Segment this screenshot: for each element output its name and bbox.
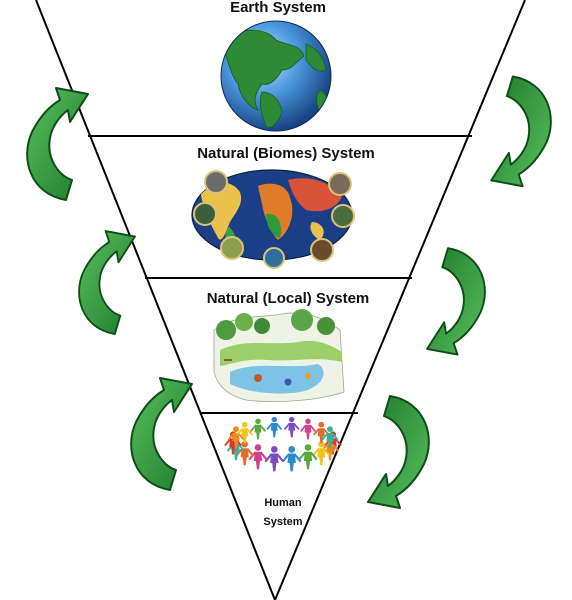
person-figure: [283, 446, 300, 471]
local-ecosystem-illustration-icon: [214, 309, 344, 402]
biome-photo-icon: [311, 239, 333, 261]
person-figure: [251, 419, 265, 440]
person-figure: [300, 444, 317, 469]
level-biomes-system: Natural (Biomes) System: [192, 145, 375, 268]
person-figure: [268, 417, 282, 438]
curved-arrow-up-icon: [27, 88, 88, 200]
biome-photo-icon: [264, 248, 284, 268]
curved-arrow-up-icon: [79, 231, 135, 334]
curved-arrow-down-icon: [368, 396, 429, 508]
biome-photo-icon: [329, 173, 351, 195]
people-holding-hands-icon: [225, 417, 340, 472]
biome-photo-icon: [221, 237, 243, 259]
biome-photo-icon: [332, 205, 354, 227]
person-figure: [314, 422, 328, 444]
level-label: Natural (Biomes) System: [197, 145, 375, 162]
globe-icon: [221, 21, 331, 131]
curved-arrow-down-icon: [491, 76, 551, 186]
person-figure: [250, 444, 267, 469]
curved-arrow-down-icon: [427, 248, 485, 354]
person-figure: [238, 422, 252, 444]
level-label-line: Human: [264, 497, 302, 509]
level-label: Natural (Local) System: [207, 290, 370, 307]
level-human-system: Human System: [225, 417, 340, 528]
biome-photo-icon: [194, 203, 216, 225]
level-local-system: Natural (Local) System: [207, 290, 370, 402]
level-earth-system: Earth System: [221, 0, 331, 131]
person-figure: [301, 419, 315, 440]
person-figure: [266, 446, 283, 471]
curved-arrow-up-icon: [131, 378, 192, 490]
level-label-line: System: [263, 516, 302, 528]
person-figure: [285, 417, 299, 438]
world-biome-map-icon: [192, 170, 354, 268]
biome-photo-icon: [205, 171, 227, 193]
level-label: Earth System: [230, 0, 326, 16]
